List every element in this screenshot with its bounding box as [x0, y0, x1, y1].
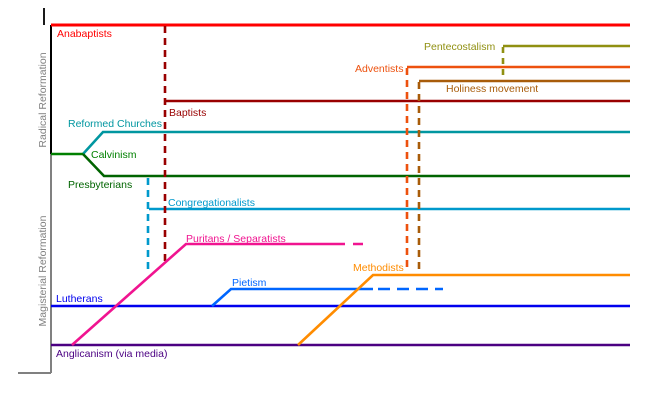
label-pentecostalism: Pentecostalism — [424, 41, 495, 53]
puritans-separatists-line — [71, 242, 335, 346]
reformed-churches-line — [82, 130, 630, 155]
methodists-line — [297, 273, 630, 346]
label-holiness-movement: Holiness movement — [446, 83, 538, 95]
label-anabaptists: Anabaptists — [57, 28, 112, 40]
label-reformed-churches: Reformed Churches — [68, 118, 162, 130]
label-pietism: Pietism — [232, 277, 267, 289]
label-methodists: Methodists — [353, 262, 404, 274]
label-calvinism: Calvinism — [91, 149, 137, 161]
label-congregationalists: Congregationalists — [168, 197, 255, 209]
label-presbyterians: Presbyterians — [68, 179, 132, 191]
presbyterians-line — [82, 153, 630, 178]
label-magisterial-reformation: Magisterial Reformation — [37, 215, 49, 326]
label-adventists: Adventists — [355, 63, 403, 75]
label-puritans-separatists: Puritans / Separatists — [186, 233, 286, 245]
label-baptists: Baptists — [169, 107, 206, 119]
label-radical-reformation: Radical Reformation — [37, 52, 49, 147]
label-anglicanism: Anglicanism (via media) — [56, 348, 167, 360]
pietism-line — [211, 287, 373, 307]
label-lutherans: Lutherans — [56, 293, 103, 305]
